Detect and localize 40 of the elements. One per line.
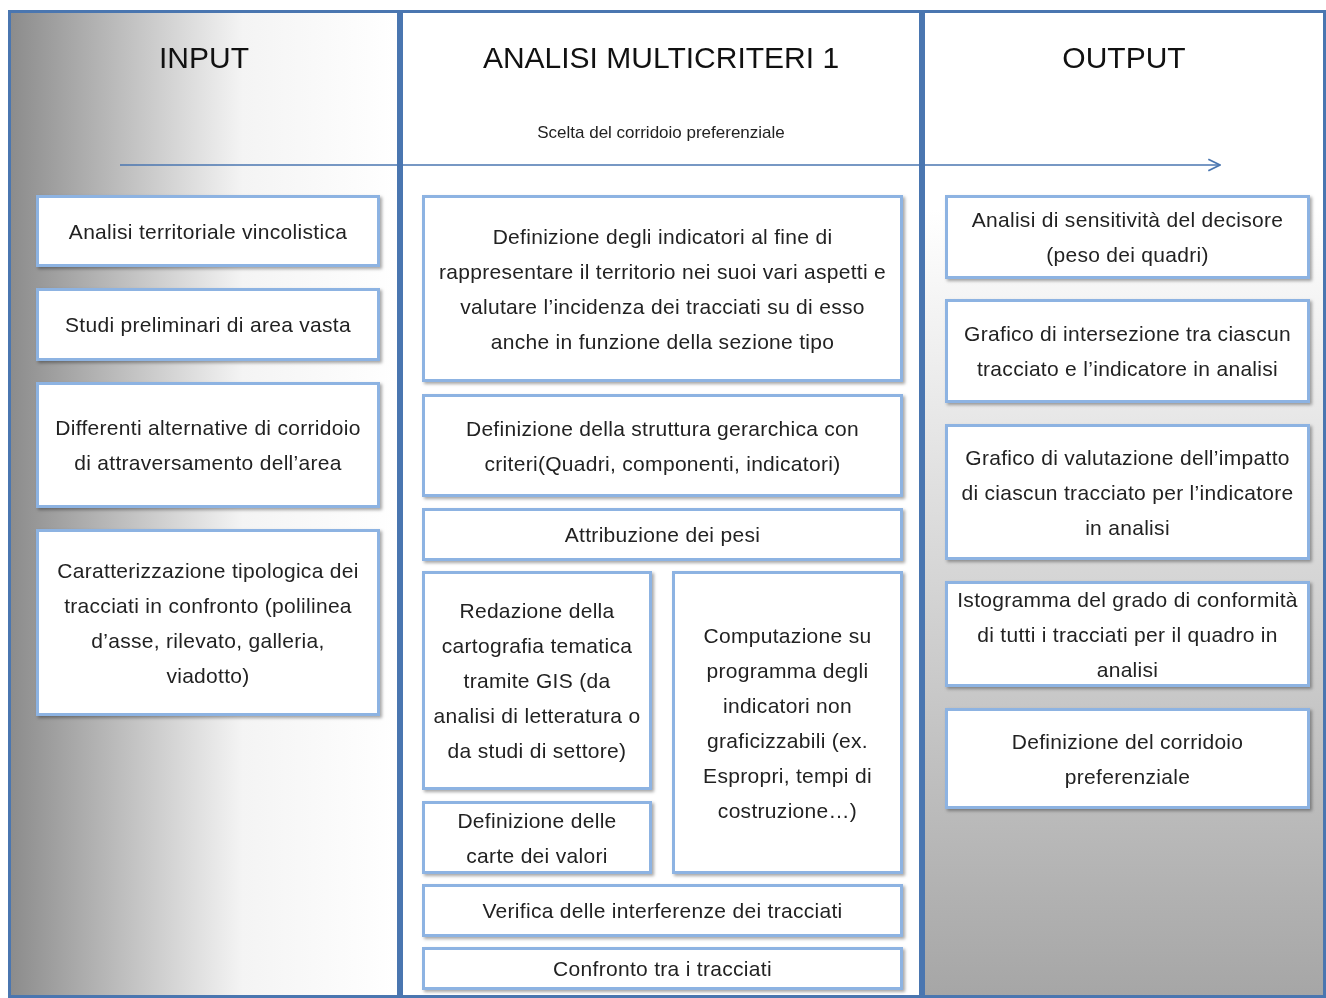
box-text: Definizione degli indicatori al fine di rappresentare il territorio nei suoi vari aspetti e valutare l’incidenza dei tracciati su di esso anche in funzione della sezione tipo bbox=[437, 223, 888, 355]
column-heading: OUTPUT bbox=[1061, 41, 1187, 75]
text-box bbox=[945, 708, 1310, 809]
text-box bbox=[422, 195, 903, 382]
box-text: Studi preliminari di area vasta bbox=[65, 312, 351, 338]
text-box bbox=[422, 947, 903, 990]
box-text: Definizione delle carte dei valori bbox=[456, 807, 618, 869]
column-subtitle: Scelta del corridoio preferenziale bbox=[536, 123, 786, 143]
column-panel bbox=[922, 10, 1326, 998]
column-heading: INPUT bbox=[158, 41, 250, 75]
box-text: Attribuzione dei pesi bbox=[564, 522, 761, 548]
box-text: Grafico di valutazione dell’impatto di ciascun tracciato per l’indicatore in analisi bbox=[960, 444, 1295, 541]
box-text: Computazione su programma degli indicatori non graficizzabili (ex. Espropri, tempi di costruzione…) bbox=[702, 622, 873, 824]
box-text: Caratterizzazione tipologica dei tracciati in confronto (polilinea d’asse, rilevato, galleria, viadotto) bbox=[56, 557, 360, 689]
text-box bbox=[36, 195, 380, 267]
column-heading: ANALISI MULTICRITERI 1 bbox=[481, 41, 841, 75]
text-box bbox=[945, 195, 1310, 279]
text-box bbox=[36, 288, 380, 361]
column-panel bbox=[8, 10, 400, 998]
text-box bbox=[422, 394, 903, 497]
box-text: Confronto tra i tracciati bbox=[553, 956, 772, 982]
box-text: Redazione della cartografia tematica tramite GIS (da analisi di letteratura o da studi di settore) bbox=[433, 598, 641, 764]
box-text: Analisi territoriale vincolistica bbox=[68, 218, 348, 245]
text-box bbox=[422, 508, 903, 561]
text-box bbox=[945, 424, 1310, 560]
box-text: Analisi di sensitività del decisore (peso dei quadri) bbox=[970, 207, 1285, 268]
box-text: Definizione del corridoio preferenziale bbox=[1010, 728, 1245, 790]
text-box bbox=[36, 382, 380, 508]
text-box bbox=[672, 571, 903, 874]
text-box bbox=[36, 529, 380, 716]
box-text: Definizione della struttura gerarchica con criteri(Quadri, componenti, indicatori) bbox=[464, 415, 861, 477]
box-text: Verifica delle interferenze dei tracciati bbox=[482, 898, 843, 924]
text-box bbox=[945, 299, 1310, 403]
text-box bbox=[422, 801, 652, 874]
box-text: Istogramma del grado di conformità di tutti i tracciati per il quadro in analisi bbox=[956, 586, 1299, 683]
text-box bbox=[422, 884, 903, 937]
box-text: Differenti alternative di corridoio di attraversamento dell’area bbox=[54, 415, 362, 476]
column-panel bbox=[400, 10, 922, 998]
text-box bbox=[422, 571, 652, 790]
box-text: Grafico di intersezione tra ciascun tracciato e l’indicatore in analisi bbox=[963, 321, 1292, 382]
